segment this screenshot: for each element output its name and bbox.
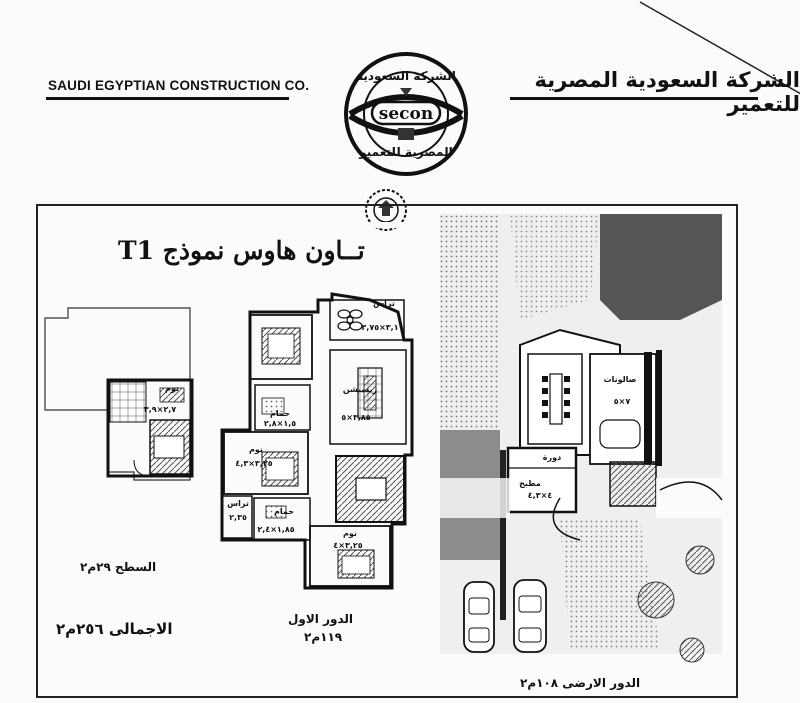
roof-plan: نوم ٢,٧×٣,٩ — [44, 307, 194, 481]
first-floor-plan: تراس ٣,١×٣,٧٥ ريسبشن ٣,٨٥×٥ حمام ١,٥×٢,٨… — [220, 292, 414, 590]
room-terrace-top-dims: ٣,١×٣,٧٥ — [361, 323, 398, 332]
room-kitchen-dims: ٤×٤,٣ — [528, 491, 553, 500]
room-terrace-small: تراس — [227, 499, 249, 509]
total-area-label: الاجمالى ٢٥٦م٢ — [56, 620, 173, 638]
room-bath-1: حمام — [270, 409, 290, 418]
room-bedroom-2-dims: ٣,٢٥×٤ — [333, 541, 362, 550]
car-icon — [513, 579, 547, 653]
company-logo: secon الشركة السعودية المصرية للتعمير — [344, 52, 468, 176]
room-reception-dims: ٣,٨٥×٥ — [341, 413, 370, 422]
logo-ring-top: الشركة السعودية — [356, 69, 456, 84]
ground-floor-plan: صالونات ٧×٥ دورة مطبخ ٤×٤,٣ — [440, 214, 723, 663]
plan-title: تــاون هاوس نموذج T1 — [118, 236, 365, 265]
logo-text: secon — [379, 104, 433, 124]
room-bath-2: حمام — [274, 507, 294, 516]
room-bath-1-dims: ١,٥×٢,٨ — [264, 419, 296, 428]
corner-line — [639, 1, 800, 95]
logo-ring-bottom: المصرية للتعمير — [358, 145, 452, 159]
room-bath-2-dims: ١,٨٥×٢,٤ — [257, 525, 294, 534]
room-bedroom-2: نوم — [343, 529, 357, 538]
car-icon — [463, 581, 495, 653]
ground-floor-label: الدور الارضى ١٠٨م٢ — [520, 676, 641, 690]
company-name-en: SAUDI EGYPTIAN CONSTRUCTION CO. — [48, 78, 310, 93]
room-roof-bedroom: نوم — [165, 384, 179, 393]
room-salons: صالونات — [604, 375, 637, 384]
divider — [510, 97, 758, 100]
first-floor-area: ١١٩م٢ — [304, 630, 343, 644]
room-bedroom-1: نوم — [249, 445, 263, 454]
roof-area-label: السطح ٢٩م٢ — [80, 560, 157, 574]
room-kitchen: مطبخ — [519, 479, 541, 488]
company-name-ar: الشركة السعودية المصرية للتعمير — [534, 68, 800, 116]
plan-frame — [36, 204, 738, 698]
room-terrace-top: تراس — [373, 299, 395, 309]
room-bedroom-1-dims: ٣,٢٥×٤,٣ — [235, 459, 272, 468]
room-terrace-small-dims: ٢,٣٥ — [229, 513, 247, 522]
room-lobby: دورة — [543, 453, 561, 462]
room-reception: ريسبشن — [343, 385, 378, 394]
room-roof-bedroom-dims: ٢,٧×٣,٩ — [144, 405, 176, 414]
room-salons-dims: ٧×٥ — [614, 397, 631, 406]
first-floor-label: الدور الاول — [288, 612, 354, 626]
divider — [46, 97, 289, 100]
